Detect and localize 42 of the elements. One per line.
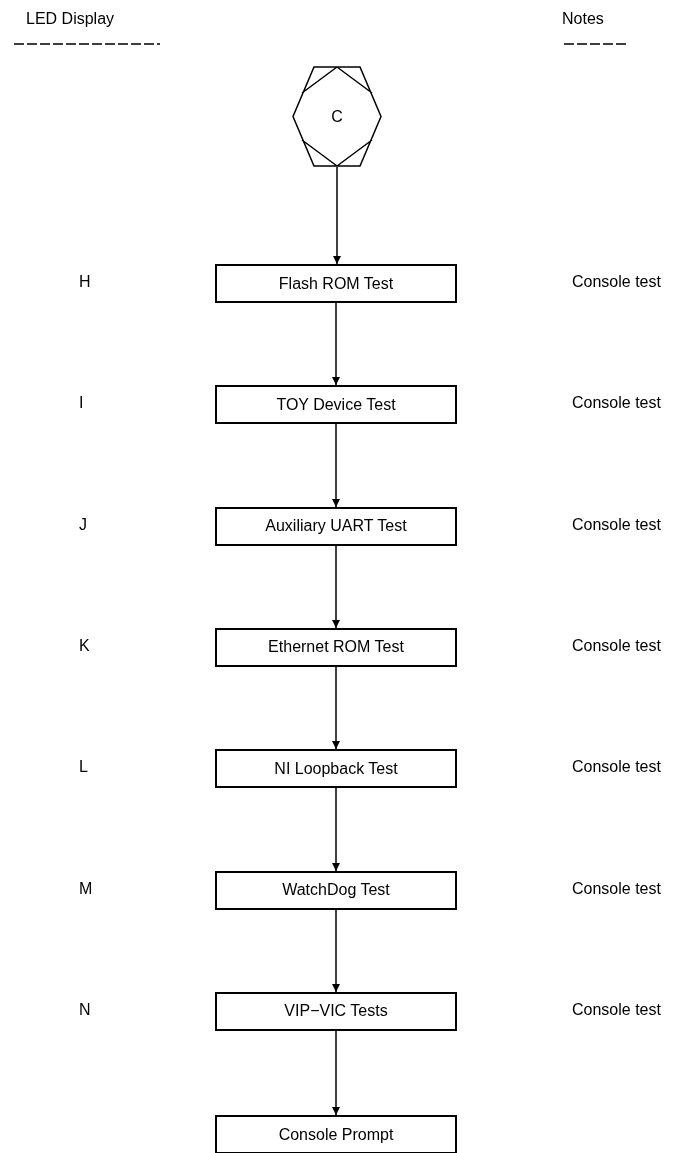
process-box (215, 1115, 457, 1153)
arrow (332, 666, 340, 750)
led-code: H (79, 273, 91, 291)
arrow (332, 545, 340, 629)
led-code: J (79, 515, 87, 534)
process-box (215, 991, 457, 1031)
note-text: Console test (572, 394, 661, 413)
arrow (332, 787, 340, 872)
connector-hexagon (292, 66, 382, 167)
led-code: L (79, 758, 88, 777)
arrow (332, 423, 340, 508)
arrow (332, 302, 340, 386)
arrow (332, 909, 340, 993)
process-box (215, 385, 457, 425)
node-label: TOY Device Test (276, 395, 396, 414)
process-box (215, 870, 457, 910)
note-text: Console test (572, 1000, 661, 1019)
column-heading: Notes (562, 10, 604, 28)
note-text: Console test (572, 879, 661, 898)
note-text: Console test (572, 758, 661, 777)
node-label: WatchDog Test (282, 881, 390, 899)
process-box (215, 264, 457, 303)
note-text: Console test (572, 273, 661, 291)
led-code: I (79, 394, 84, 413)
node-label: C (331, 107, 343, 126)
node-label: VIP−VIC Tests (284, 1002, 388, 1021)
node-label: Console Prompt (278, 1125, 394, 1144)
arrow (332, 1030, 340, 1116)
led-code: K (79, 636, 90, 655)
note-text: Console test (572, 636, 661, 655)
arrow (333, 166, 341, 265)
process-box (215, 749, 457, 789)
note-text: Console test (572, 515, 661, 534)
led-code: N (79, 1000, 91, 1019)
process-box (215, 627, 457, 667)
led-code: M (79, 879, 93, 898)
node-label: Auxiliary UART Test (265, 517, 407, 536)
node-label: Ethernet ROM Test (268, 638, 404, 657)
node-label: Flash ROM Test (278, 274, 394, 293)
column-heading: LED Display (26, 10, 115, 28)
node-label: NI Loopback Test (274, 759, 398, 778)
process-box (215, 506, 457, 546)
